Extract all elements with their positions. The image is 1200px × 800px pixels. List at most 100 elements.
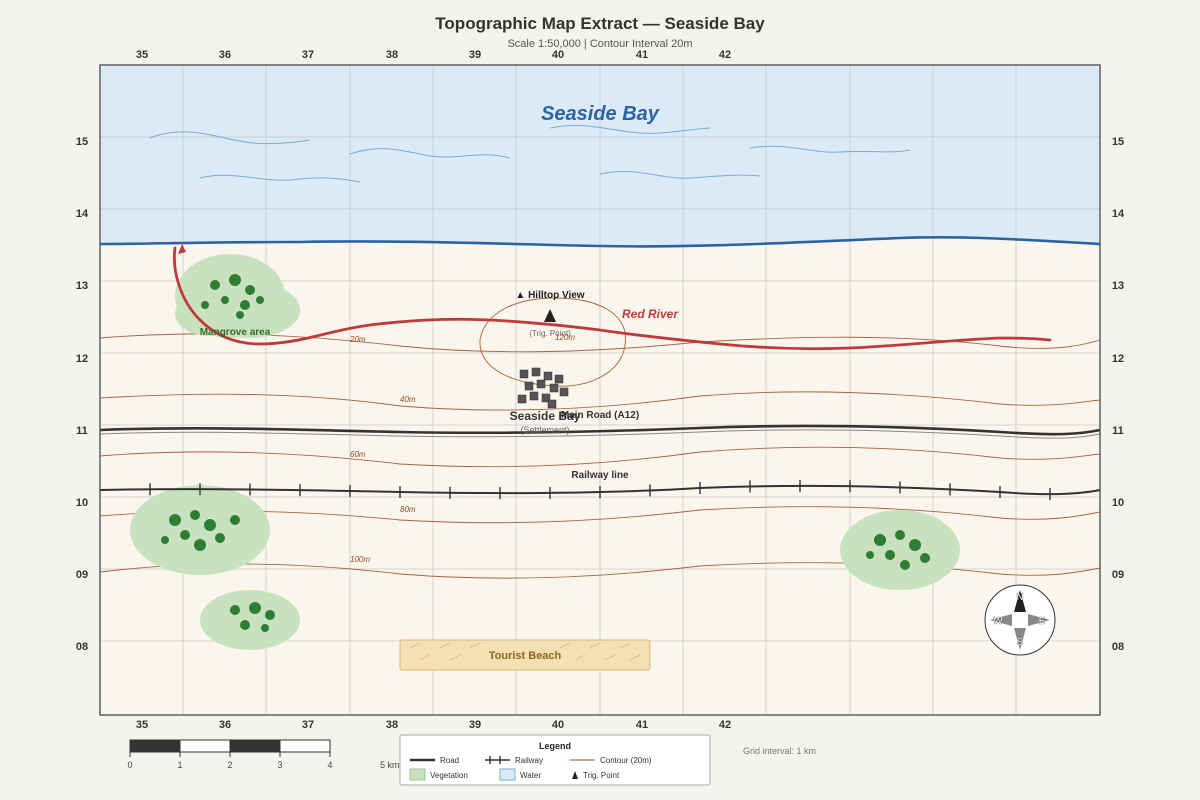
northing-label-left: 13 xyxy=(76,280,88,292)
easting-label-top: 35 xyxy=(136,49,148,61)
northing-label-right: 13 xyxy=(1112,280,1124,292)
railway-label: Railway line xyxy=(571,470,629,481)
legend-railway-swatch xyxy=(485,756,510,764)
scale-tick-2: 2 xyxy=(227,760,232,770)
red-river xyxy=(173,246,1052,351)
scale-segment-1 xyxy=(129,739,181,753)
legend-vegetation-swatch xyxy=(409,768,426,781)
northing-label-left: 14 xyxy=(76,208,89,220)
map-title: Topographic Map Extract — Seaside Bay xyxy=(435,14,765,33)
compass-north-arrow-icon xyxy=(1014,590,1026,612)
compass-center xyxy=(1015,615,1025,625)
mangrove-label: Mangrove area xyxy=(200,327,271,338)
northing-label-right: 11 xyxy=(1112,425,1124,437)
northing-label-left: 15 xyxy=(76,136,88,148)
main-road-label: Main Road (A12) xyxy=(561,410,639,421)
easting-label-top: 42 xyxy=(719,49,731,61)
compass-s-label: S xyxy=(1017,637,1024,648)
trig-point-icon xyxy=(544,309,556,322)
easting-label-top: 38 xyxy=(386,49,398,61)
northing-label-right: 12 xyxy=(1112,353,1124,365)
contour-label-120: 120m xyxy=(555,333,575,342)
compass-w-label: W xyxy=(993,616,1003,627)
legend: Legend Road Railway Contour (20m) Vegeta… xyxy=(399,734,711,786)
compass-n-label: N xyxy=(1016,592,1023,603)
scale-bar: 0 1 2 3 4 5 km xyxy=(127,739,400,770)
scale-segment-2 xyxy=(179,739,231,753)
northing-label-left: 11 xyxy=(76,425,88,437)
scale-segment-3 xyxy=(229,739,281,753)
main-road xyxy=(99,424,1101,436)
tree-symbols xyxy=(161,274,930,632)
northing-label-left: 10 xyxy=(76,497,88,509)
legend-title: Legend xyxy=(539,741,571,751)
compass-west-arrow-icon xyxy=(990,614,1012,626)
easting-label-bottom: 41 xyxy=(636,719,648,731)
tourist-beach xyxy=(399,639,651,671)
legend-railway-label: Railway xyxy=(515,756,543,765)
contour-label-20: 20m xyxy=(349,335,366,344)
main-road-casing xyxy=(99,429,1101,439)
scale-segment-4 xyxy=(279,739,331,753)
bay-label: Seaside Bay xyxy=(541,103,660,125)
map-subtitle: Scale 1:50,000 | Contour Interval 20m xyxy=(507,38,693,50)
compass-south-arrow-icon xyxy=(1014,628,1026,650)
northing-label-right: 09 xyxy=(1112,569,1124,581)
easting-label-top: 41 xyxy=(636,49,648,61)
legend-trig-icon xyxy=(572,771,578,779)
settlement-type-label: (Settlement) xyxy=(520,425,569,435)
legend-vegetation-label: Vegetation xyxy=(430,771,468,780)
easting-label-bottom: 36 xyxy=(219,719,231,731)
northing-label-right: 14 xyxy=(1112,208,1125,220)
easting-label-top: 36 xyxy=(219,49,231,61)
scale-tick-1: 1 xyxy=(177,760,182,770)
contour-label-60: 60m xyxy=(350,450,366,459)
easting-label-top: 39 xyxy=(469,49,481,61)
northing-label-left: 12 xyxy=(76,353,88,365)
compass-rose: N S E W xyxy=(984,584,1056,656)
water-waves xyxy=(149,124,911,183)
legend-box xyxy=(399,734,711,786)
legend-contour-label: Contour (20m) xyxy=(600,756,652,765)
northing-label-right: 15 xyxy=(1112,136,1124,148)
vegetation-patches xyxy=(130,254,960,650)
easting-label-bottom: 38 xyxy=(386,719,398,731)
easting-label-bottom: 39 xyxy=(469,719,481,731)
legend-road-label: Road xyxy=(440,756,459,765)
northing-label-left: 08 xyxy=(76,641,88,653)
northing-label-left: 09 xyxy=(76,569,88,581)
scale-tick-3: 3 xyxy=(277,760,282,770)
scale-tick-0: 0 xyxy=(127,760,132,770)
railway-ties xyxy=(149,479,1051,501)
river-arrow-icon xyxy=(178,244,186,254)
legend-water-label: Water xyxy=(520,771,541,780)
settlement-buildings xyxy=(517,367,569,409)
beach-label: Tourist Beach xyxy=(489,650,562,662)
legend-trig-label: Trig. Point xyxy=(583,771,620,780)
compass-east-arrow-icon xyxy=(1028,614,1050,626)
contour-label-100: 100m xyxy=(350,555,370,564)
easting-label-bottom: 35 xyxy=(136,719,148,731)
river-label: Red River xyxy=(622,307,679,321)
scale-tick-4: 4 xyxy=(327,760,332,770)
contour-labels: 20m 40m 60m 80m 100m 120m xyxy=(349,333,575,564)
legend-water-swatch xyxy=(499,768,516,781)
settlement-name-label: Seaside Bay xyxy=(510,409,581,423)
easting-label-bottom: 40 xyxy=(552,719,564,731)
map-frame xyxy=(99,64,1101,716)
northing-label-right: 08 xyxy=(1112,641,1124,653)
easting-label-top: 37 xyxy=(302,49,314,61)
easting-label-bottom: 42 xyxy=(719,719,731,731)
compass-e-label: E xyxy=(1039,616,1046,627)
scale-end-label: 5 km xyxy=(380,760,400,770)
grid-interval-note: Grid interval: 1 km xyxy=(743,746,817,756)
beach-hatching xyxy=(409,642,641,661)
easting-label-bottom: 37 xyxy=(302,719,314,731)
trig-point-label: (Trig. Point) xyxy=(529,329,571,338)
contour-label-40: 40m xyxy=(400,395,416,404)
coastline xyxy=(99,235,1101,248)
grid-reference-labels: 35 35 36 36 37 37 38 38 39 39 40 40 41 41 42 42 15 15 14 14… xyxy=(76,49,1125,731)
easting-label-top: 40 xyxy=(552,49,564,61)
